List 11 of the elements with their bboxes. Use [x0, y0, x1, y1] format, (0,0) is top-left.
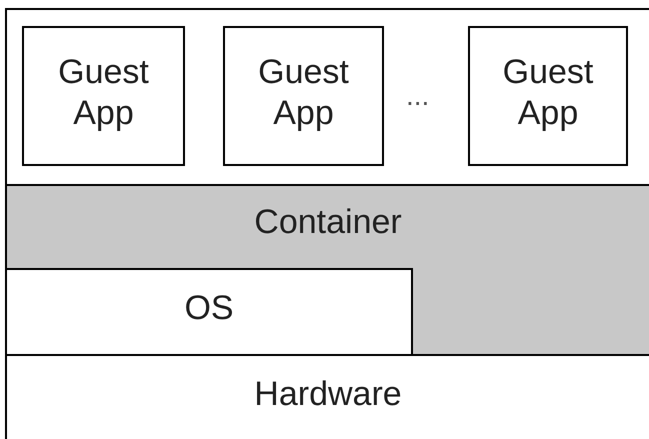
layer-label: Container: [254, 202, 402, 243]
app-box: [468, 26, 628, 166]
layer-label: Guest App: [257, 52, 350, 134]
app-box: [223, 26, 384, 166]
layer-label: OS: [184, 288, 234, 329]
layer-label: Guest App: [57, 52, 150, 134]
ellipsis-label: ...: [406, 80, 430, 112]
layer-label: Guest App: [502, 52, 594, 134]
layer-label: Hardware: [254, 374, 402, 415]
app-box: [22, 26, 185, 166]
layer-band: [5, 184, 649, 356]
